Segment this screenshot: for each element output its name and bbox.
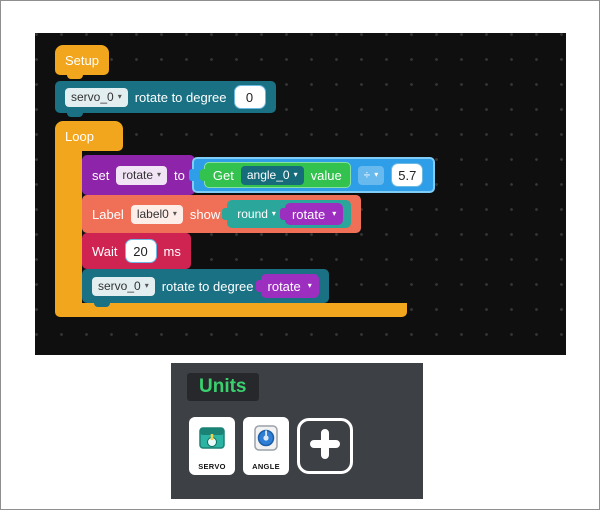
- plus-icon: [308, 427, 342, 466]
- variable-value: rotate: [122, 167, 154, 182]
- dropdown-arrow-icon: ▾: [144, 281, 149, 290]
- wait-duration-input[interactable]: 20: [124, 239, 157, 263]
- rotate-variable-block[interactable]: rotate ▾: [284, 203, 344, 225]
- servo-unit-icon: [196, 422, 228, 461]
- dropdown-arrow-icon: ▾: [332, 209, 337, 218]
- round-op-dropdown[interactable]: round ▾: [235, 207, 278, 222]
- units-panel-title: Units: [187, 373, 259, 401]
- wait-label: Wait: [92, 243, 118, 259]
- value-label: value: [310, 167, 342, 183]
- setup-label: Setup: [65, 52, 99, 68]
- operator-dropdown[interactable]: ÷ ▾: [357, 165, 385, 185]
- variable-dropdown[interactable]: rotate ▾: [116, 165, 168, 185]
- dropdown-arrow-icon: ▾: [271, 209, 276, 218]
- unit-tile-servo[interactable]: SERVO: [189, 417, 235, 475]
- loop-block-spine[interactable]: [55, 151, 82, 303]
- set-variable-block[interactable]: set rotate ▾ to: [82, 155, 195, 199]
- setup-block[interactable]: Setup: [55, 45, 109, 79]
- round-block[interactable]: round ▾ rotate ▾: [227, 200, 352, 228]
- dropdown-arrow-icon: ▾: [157, 170, 162, 179]
- label-name-value: label0: [136, 206, 169, 221]
- label-keyword: Label: [92, 206, 124, 222]
- rotate-variable-block[interactable]: rotate ▾: [260, 274, 319, 298]
- servo-action-label: rotate to degree: [134, 89, 227, 105]
- get-label: Get: [212, 167, 234, 183]
- set-label: set: [92, 167, 110, 183]
- servo-rotate-block-loop[interactable]: servo_0 ▾ rotate to degree rotate ▾: [82, 269, 329, 307]
- angle-unit-icon: [250, 422, 282, 461]
- loop-block-bottom[interactable]: [55, 303, 407, 317]
- label-name-dropdown[interactable]: label0 ▾: [130, 204, 183, 224]
- units-panel: Units SERVO: [171, 363, 423, 499]
- servo-rotate-block-setup[interactable]: servo_0 ▾ rotate to degree 0: [55, 81, 276, 117]
- unit-tile-angle[interactable]: ANGLE: [243, 417, 289, 475]
- angle-unit-dropdown[interactable]: angle_0 ▾: [240, 165, 304, 185]
- blockly-workspace[interactable]: Setup servo_0 ▾ rotate to degree 0 Loop: [35, 33, 566, 355]
- label-show-block[interactable]: Label label0 ▾ show round ▾ rotate ▾: [82, 195, 362, 237]
- add-unit-button[interactable]: [297, 418, 353, 474]
- dropdown-arrow-icon: ▾: [307, 281, 312, 290]
- degree-input[interactable]: 0: [233, 85, 266, 109]
- dropdown-arrow-icon: ▾: [172, 209, 177, 218]
- to-label: to: [174, 167, 185, 183]
- servo-port-dropdown[interactable]: servo_0 ▾: [65, 87, 128, 107]
- math-divide-block[interactable]: Get angle_0 ▾ value ÷ ▾ 5.7: [191, 157, 436, 193]
- loop-label: Loop: [65, 128, 94, 144]
- rotate-variable-value: rotate: [291, 206, 326, 222]
- get-angle-value-block[interactable]: Get angle_0 ▾ value: [203, 162, 351, 188]
- servo-port-dropdown[interactable]: servo_0 ▾: [92, 276, 155, 296]
- divisor-input[interactable]: 5.7: [391, 163, 424, 187]
- round-op-value: round: [237, 206, 268, 221]
- rotate-variable-value: rotate: [267, 278, 301, 294]
- unit-tile-label: SERVO: [198, 462, 226, 471]
- loop-block-header[interactable]: Loop: [55, 121, 123, 151]
- dropdown-arrow-icon: ▾: [293, 170, 298, 179]
- unit-tile-label: ANGLE: [252, 462, 280, 471]
- servo-port-value: servo_0: [71, 89, 114, 104]
- ms-label: ms: [163, 243, 181, 259]
- angle-unit-value: angle_0: [246, 167, 290, 182]
- servo-action-label: rotate to degree: [161, 278, 254, 294]
- servo-port-value: servo_0: [98, 278, 141, 293]
- show-label: show: [189, 206, 221, 222]
- dropdown-arrow-icon: ▾: [117, 92, 122, 101]
- units-tile-row: SERVO ANGLE: [189, 417, 353, 475]
- operator-value: ÷: [363, 167, 371, 182]
- dropdown-arrow-icon: ▾: [374, 170, 379, 179]
- wait-block[interactable]: Wait 20 ms: [82, 233, 191, 273]
